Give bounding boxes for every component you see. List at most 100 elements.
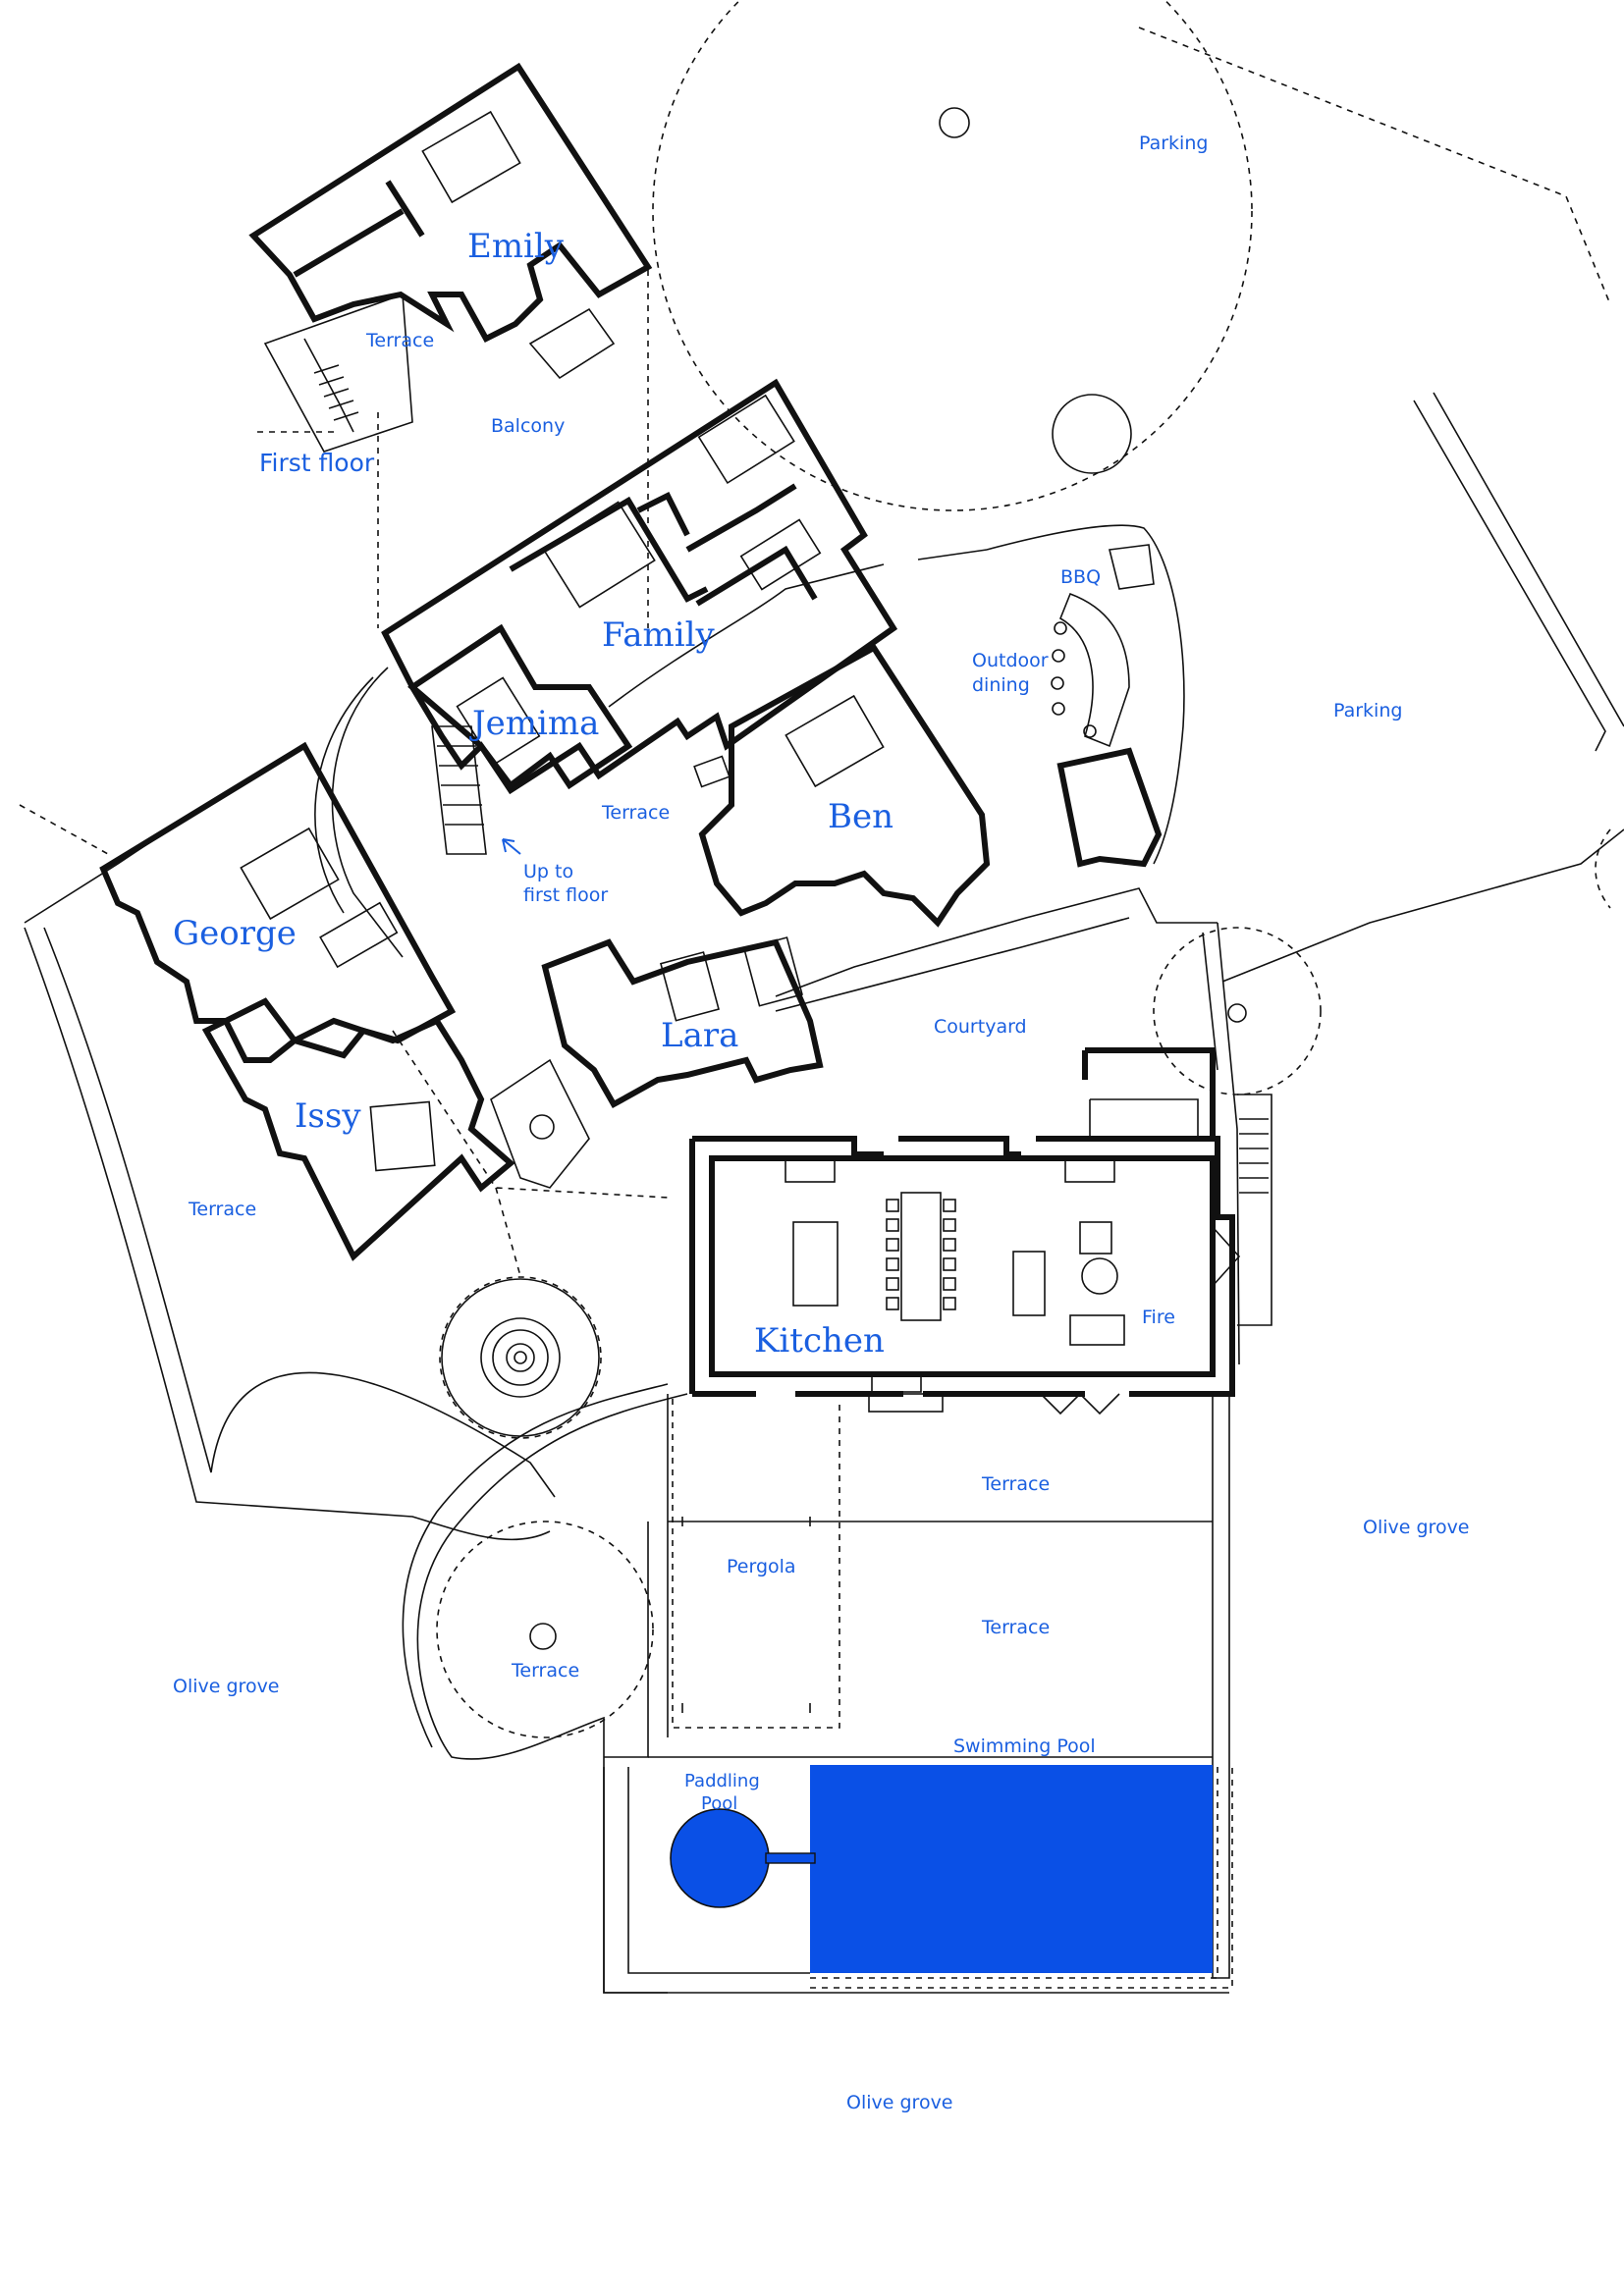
dining-chairs <box>886 1199 956 1310</box>
sofa-2 <box>1069 1314 1125 1346</box>
swimming-pool <box>810 1765 1213 1973</box>
parking-boundary <box>1138 27 1611 305</box>
label-pergola: Pergola <box>727 1556 796 1577</box>
parking-turning-circle <box>652 0 1253 511</box>
arrow-up-to-first-floor <box>502 838 521 855</box>
terrace-outline <box>43 927 556 1498</box>
room-label-emily: Emily <box>467 227 565 266</box>
label-olive-grove-left: Olive grove <box>173 1676 280 1697</box>
emily-building <box>248 62 653 453</box>
label-outdoor-1: Outdoor <box>972 650 1049 671</box>
boundary <box>19 804 109 855</box>
step <box>868 1393 944 1413</box>
dining-table <box>900 1192 942 1321</box>
ben-walls <box>698 644 991 928</box>
pool-surround <box>603 1767 1229 1994</box>
fountain-terrace <box>441 1278 600 1437</box>
chair <box>1052 649 1065 663</box>
stair-to-first-floor <box>431 725 487 855</box>
bbq-unit <box>1109 544 1155 590</box>
lara-bed-2 <box>743 936 803 1007</box>
bbq-store <box>1056 747 1163 868</box>
coffee-table <box>1081 1257 1118 1295</box>
room-label-ben: Ben <box>828 797 893 836</box>
label-paddling-2: Pool <box>701 1793 737 1814</box>
path-dashed <box>392 1030 669 1277</box>
pool-coping-dash <box>810 1765 1233 1989</box>
fountain <box>506 1343 535 1372</box>
george-building <box>99 741 457 1063</box>
label-paddling-1: Paddling <box>684 1771 760 1791</box>
courtyard-wall <box>775 887 1218 1012</box>
first-floor-projection <box>257 270 649 628</box>
label-up-to-2: first floor <box>523 884 608 906</box>
terrace-outline <box>24 927 551 1541</box>
chair <box>1054 621 1067 635</box>
courtyard-wall <box>1217 922 1240 1365</box>
label-first-floor: First floor <box>259 449 375 477</box>
paddling-surround <box>627 1767 810 1974</box>
tree-canopy <box>436 1521 654 1738</box>
stair-treads <box>313 364 359 421</box>
kitchen-walls <box>689 1136 1235 1397</box>
pool-channel <box>765 1852 816 1864</box>
label-terrace-left: Terrace <box>188 1199 256 1220</box>
planter <box>693 755 731 788</box>
issy-terrace-step <box>490 1058 590 1189</box>
family-walls <box>381 378 898 795</box>
kitchen-wc <box>1089 1098 1199 1139</box>
terrace-wall <box>608 549 988 708</box>
chair <box>1051 676 1064 690</box>
label-swimming-pool: Swimming Pool <box>953 1735 1096 1757</box>
label-parking-top: Parking <box>1139 133 1208 154</box>
parking-boundary <box>1595 828 1611 909</box>
george-bath <box>319 901 399 969</box>
george-bed <box>240 827 340 921</box>
label-outdoor-2: dining <box>972 674 1030 696</box>
label-terrace-center: Terrace <box>601 802 670 824</box>
issy-bed <box>369 1100 436 1172</box>
label-terrace-pool-upper: Terrace <box>981 1473 1050 1495</box>
parking-kerb <box>1413 392 1624 752</box>
terrace-edge <box>1212 1394 1230 1979</box>
room-label-family: Family <box>602 615 716 655</box>
family-bed-2 <box>697 394 795 485</box>
curved-path <box>416 1393 688 1994</box>
terrace-wall <box>314 676 374 914</box>
kitchen-inner <box>709 1155 1216 1377</box>
room-label-kitchen: Kitchen <box>754 1321 885 1361</box>
tree-marker <box>939 107 970 138</box>
curved-path <box>402 1383 669 1748</box>
label-fire: Fire <box>1142 1307 1175 1328</box>
dining-table <box>1058 592 1130 748</box>
counter <box>871 1373 922 1393</box>
stair <box>303 338 354 433</box>
lara-walls <box>541 938 824 1109</box>
family-bath <box>739 518 822 591</box>
sofa <box>1012 1251 1046 1316</box>
fountain-boundary <box>439 1276 602 1439</box>
paddling-pool <box>670 1808 770 1908</box>
room-label-lara: Lara <box>661 1016 738 1055</box>
parking-kerb <box>1221 828 1624 983</box>
bifold-doors <box>1040 1392 1120 1415</box>
kitchen-door-side <box>1212 1226 1241 1287</box>
fountain <box>492 1329 549 1386</box>
lara-building <box>541 936 824 1109</box>
jemima-bed <box>456 676 541 767</box>
pergola-posts <box>681 1517 811 1713</box>
family-inner-walls <box>509 483 818 607</box>
emily-bed <box>421 110 521 204</box>
fountain <box>480 1317 561 1398</box>
issy-building <box>201 997 590 1261</box>
george-walls <box>99 741 457 1063</box>
emily-inner-walls <box>293 180 425 278</box>
pergola-outline <box>672 1399 840 1729</box>
label-terrace-upper: Terrace <box>365 330 434 351</box>
tree-marker <box>1052 394 1132 474</box>
outdoor-dining-wall <box>986 524 1185 865</box>
sideboard <box>1064 1159 1115 1183</box>
jemima-walls <box>407 623 633 790</box>
bbq-area <box>1051 544 1155 748</box>
